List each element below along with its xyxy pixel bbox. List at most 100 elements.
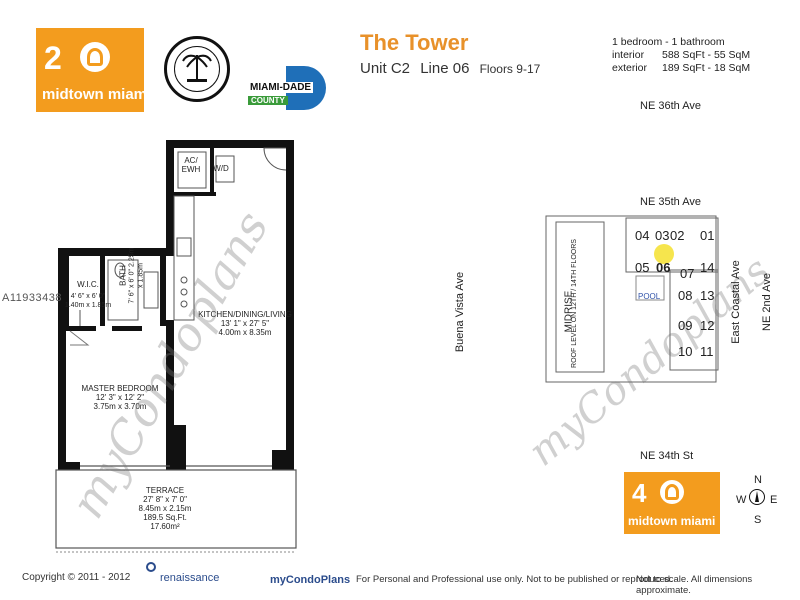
wall <box>210 148 214 196</box>
listing-id-watermark: A11933438 <box>2 292 62 304</box>
wic-label: W.I.C. <box>77 280 99 289</box>
unit-03: 03 <box>655 228 670 243</box>
compass: N W E S <box>736 474 780 528</box>
unit-06: 06 <box>656 260 671 275</box>
renaissance-icon <box>146 562 156 572</box>
roof-level-label: ROOF LEVEL ON 12TH / 14TH FLOORS <box>570 239 578 368</box>
terrace-ft: 27' 8" x 7' 0" <box>143 495 187 504</box>
wall <box>66 326 96 331</box>
floor-plan <box>55 140 297 553</box>
terrace-m: 8.45m x 2.15m <box>138 504 192 513</box>
wall <box>286 140 294 470</box>
miami-dade-county-logo: MIAMI-DADE COUNTY <box>246 66 326 110</box>
exterior-label: exterior <box>612 62 648 74</box>
wall <box>58 248 66 470</box>
bedroom-m: 3.75m x 3.70m <box>93 402 147 411</box>
wall <box>160 256 166 326</box>
city-of-miami-seal <box>164 36 230 102</box>
floors-label: Floors 9-17 <box>479 62 541 76</box>
site-plan <box>545 215 719 383</box>
bathtub <box>107 259 139 321</box>
washer-dryer <box>215 155 235 183</box>
unit-14: 14 <box>700 260 715 275</box>
bath-name: BATH <box>118 265 128 286</box>
county-top-text: MIAMI-DADE <box>248 82 314 93</box>
interior-label: interior <box>612 49 645 61</box>
unit-06-highlight <box>654 244 674 264</box>
logo4-number: 4 <box>632 478 647 508</box>
renaissance-text: renaissance <box>160 572 220 584</box>
unit-07: 07 <box>680 266 695 281</box>
mycondoplans-logo: myCondoPlans <box>270 574 351 586</box>
tower-building <box>625 217 719 273</box>
unit-01: 01 <box>700 228 715 243</box>
wall <box>58 248 174 256</box>
logo4-circle-icon <box>660 480 684 504</box>
wall <box>66 256 69 326</box>
logo-text: midtown miami <box>42 86 152 103</box>
wall <box>272 450 294 470</box>
sink <box>176 237 192 257</box>
stove-burner <box>180 300 188 308</box>
wall <box>100 256 105 326</box>
bath-dims: 7' 6" x 6' 0" 2.25m x 1.85m <box>128 247 145 304</box>
street-buena-vista: Buena Vista Ave <box>454 271 467 353</box>
wall <box>174 192 216 196</box>
unit-12: 12 <box>700 318 715 333</box>
site-boundary <box>545 215 717 383</box>
kitchen-label: KITCHEN/DINING/LIVING 13' 1" x 27' 5" 4.… <box>190 310 300 337</box>
copyright: Copyright © 2011 - 2012 <box>22 572 131 583</box>
wic-dims: 4' 6" x 6' 0" 1.40m x 1.85m <box>64 293 112 309</box>
bath-label: BATH 7' 6" x 6' 0" 2.25m x 1.85m <box>119 246 146 306</box>
bedroom-label: MASTER BEDROOM 12' 3" x 12' 2" 3.75m x 3… <box>72 384 168 411</box>
toilet <box>114 262 126 278</box>
unit-label: Unit C2 <box>360 60 411 77</box>
compass-w: W <box>736 494 747 506</box>
wall <box>58 462 80 470</box>
stove-burner <box>180 288 188 296</box>
wd-label: W/D <box>213 164 229 173</box>
terrace-name: TERRACE <box>145 486 185 495</box>
unit-line: Unit C2 Line 06 Floors 9-17 <box>360 60 540 77</box>
pool <box>635 275 665 301</box>
tower-wing <box>669 269 719 371</box>
compass-rose-icon <box>749 489 765 505</box>
bedroom-name: MASTER BEDROOM <box>81 384 159 393</box>
terrace-sqm: 17.60m² <box>150 522 180 531</box>
terrace-area <box>55 469 297 549</box>
kitchen-ft: 13' 1" x 27' 5" <box>220 319 270 328</box>
midtown-miami-logo: 2 midtown miami <box>36 28 151 112</box>
compass-n: N <box>754 474 762 486</box>
renaissance-logo: renaissance <box>146 562 220 586</box>
unit-11: 11 <box>700 344 714 359</box>
terrace-sqft: 189.5 Sq.Ft. <box>143 513 187 522</box>
ac-ewh-label: AC/ EWH <box>181 156 201 174</box>
logo-number: 2 <box>44 40 62 76</box>
compass-e: E <box>770 494 778 506</box>
logo4-text: midtown miami <box>628 514 716 528</box>
bed-bath: 1 bedroom - 1 bathroom <box>612 36 725 48</box>
line-label: Line 06 <box>420 60 470 77</box>
kitchen-m: 4.00m x 8.35m <box>218 328 272 337</box>
usage-notice: For Personal and Professional use only. … <box>356 574 673 585</box>
wall <box>166 140 174 248</box>
kitchen-counter <box>173 195 195 321</box>
bedroom-ft: 12' 3" x 12' 2" <box>95 393 145 402</box>
street-ne2: NE 2nd Ave <box>760 273 773 331</box>
wall <box>166 320 174 470</box>
unit-08: 08 <box>678 288 693 303</box>
pool-label: POOL <box>638 292 661 301</box>
unit-02: 02 <box>670 228 685 243</box>
stove-burner <box>180 276 188 284</box>
midtown-miami-logo-4: 4 midtown miami <box>624 472 720 534</box>
unit-04: 04 <box>635 228 650 243</box>
street-ne35: NE 35th Ave <box>640 196 701 208</box>
terrace-label: TERRACE 27' 8" x 7' 0" 8.45m x 2.15m 189… <box>110 486 220 531</box>
unit-10: 10 <box>678 344 693 359</box>
exterior-value: 189 SqFt - 18 SqM <box>662 62 751 74</box>
unit-09: 09 <box>678 318 693 333</box>
kitchen-name: KITCHEN/DINING/LIVING <box>198 310 292 319</box>
wall <box>112 326 142 331</box>
unit-05: 05 <box>635 260 650 275</box>
